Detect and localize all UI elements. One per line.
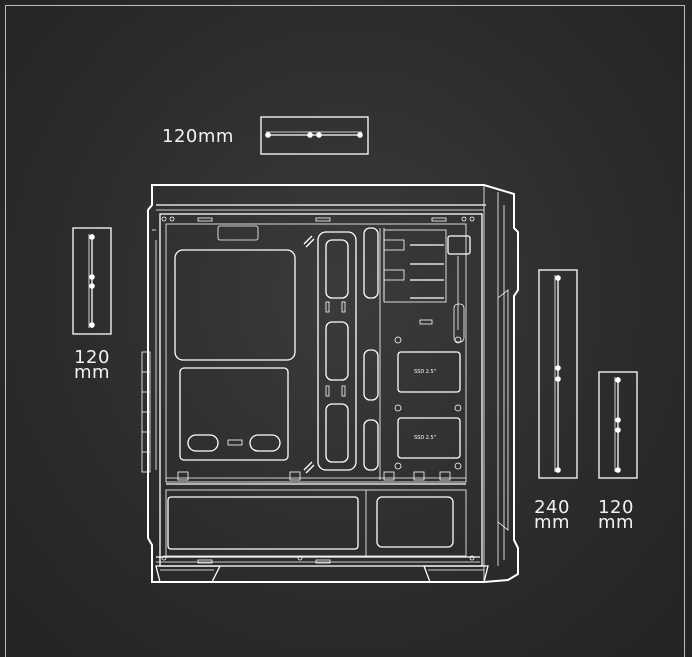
rear-radiator-size-label: 240 mm	[533, 497, 571, 533]
rear-fan-bracket	[598, 371, 638, 479]
front-fan-size-label: 120 mm	[73, 347, 111, 383]
svg-text:SSD 2.5": SSD 2.5"	[414, 369, 436, 375]
top-fan-size-label: 120mm	[162, 126, 234, 147]
diagram-frame	[5, 5, 685, 657]
case-body: SSD 2.5" SSD 2.5"	[141, 184, 519, 583]
svg-text:SSD 2.5": SSD 2.5"	[414, 435, 436, 441]
top-fan-bracket	[260, 116, 369, 155]
rear-fan-size-label: 120 mm	[597, 497, 635, 533]
front-fan-bracket	[72, 227, 112, 335]
rear-radiator-bracket	[538, 269, 578, 479]
